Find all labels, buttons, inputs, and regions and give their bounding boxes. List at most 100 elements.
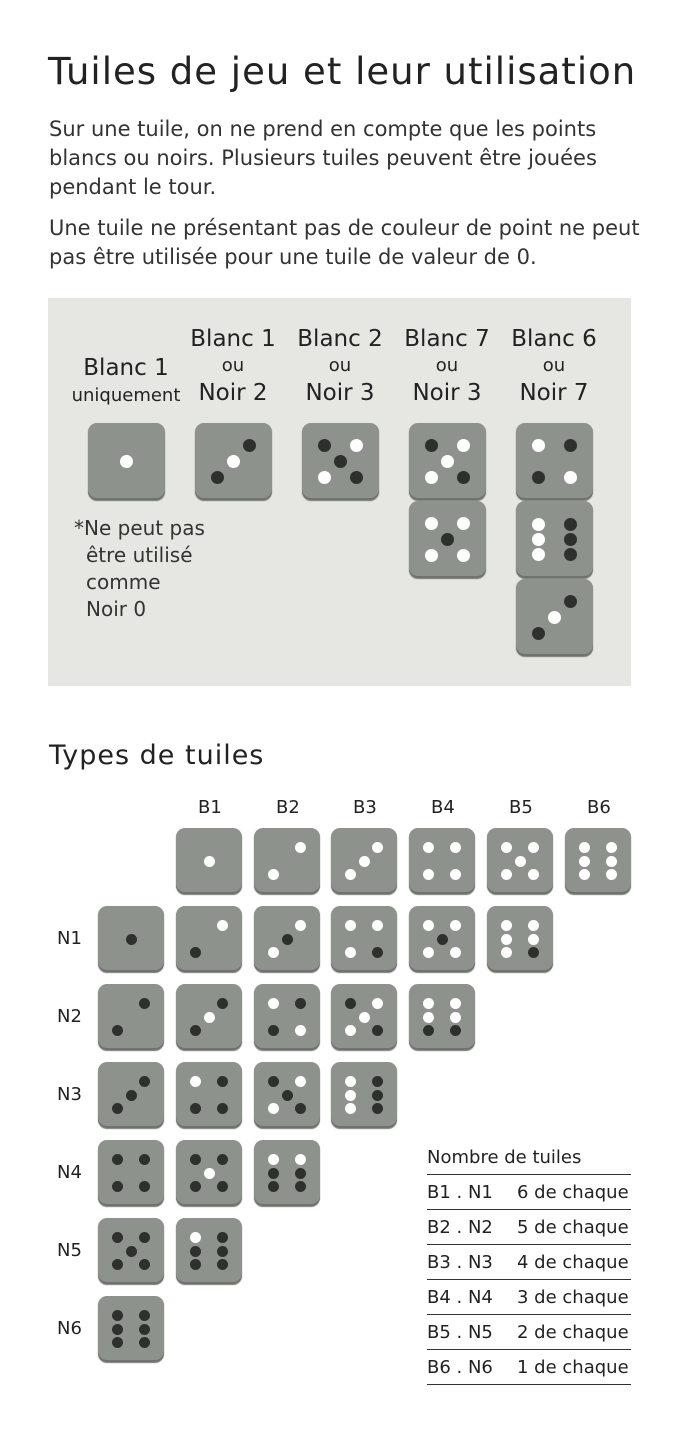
black-dot (217, 1245, 229, 1257)
white-dot (344, 1102, 356, 1114)
tile (98, 1218, 164, 1284)
count-value: 4 de chaque (517, 1252, 629, 1273)
white-dot (295, 1025, 307, 1037)
black-dot (441, 533, 454, 546)
black-dot (139, 1153, 151, 1165)
black-dot (139, 1075, 151, 1087)
example-line1: Blanc 1 (83, 355, 169, 381)
black-dot (564, 548, 578, 562)
white-dot (500, 946, 512, 958)
white-dot (344, 1089, 356, 1101)
black-dot (217, 1103, 229, 1115)
black-dot (372, 1102, 384, 1114)
white-dot (422, 947, 434, 959)
tile (331, 1062, 397, 1128)
tile (88, 423, 165, 500)
black-dot (372, 1076, 384, 1088)
tile (176, 984, 242, 1050)
example-line2: uniquement (71, 385, 181, 406)
white-dot (457, 549, 471, 563)
white-dot (372, 997, 384, 1009)
black-dot (436, 933, 448, 945)
tile (331, 906, 397, 972)
black-dot (111, 1153, 123, 1165)
black-dot (450, 1024, 462, 1036)
black-dot (424, 438, 438, 452)
column-label: B2 (276, 797, 300, 818)
white-dot (441, 455, 454, 468)
tile (176, 1218, 242, 1284)
example-line2: Noir 3 (412, 380, 482, 406)
black-dot (189, 1258, 201, 1270)
white-dot (531, 517, 545, 531)
white-dot (424, 471, 438, 485)
black-dot (189, 1181, 201, 1193)
white-dot (500, 920, 512, 932)
white-dot (531, 438, 545, 452)
example-line2: Noir 2 (198, 380, 268, 406)
pair-label: B3 . N3 (427, 1252, 493, 1273)
tile (409, 828, 475, 894)
note: *Ne peut pas être utilisé comme Noir 0 (74, 515, 205, 623)
white-dot (528, 841, 540, 853)
black-dot (295, 1103, 307, 1115)
column-label: B6 (587, 797, 611, 818)
black-dot (139, 1259, 151, 1271)
white-dot (189, 1232, 201, 1244)
black-dot (372, 1025, 384, 1037)
white-dot (295, 841, 307, 853)
black-dot (139, 1231, 151, 1243)
white-dot (295, 1075, 307, 1087)
white-dot (203, 1011, 215, 1023)
black-dot (111, 1336, 123, 1348)
white-dot (500, 933, 512, 945)
black-dot (189, 1025, 201, 1037)
white-dot (450, 919, 462, 931)
example-line1: Blanc 6 (511, 326, 597, 352)
white-dot (528, 920, 540, 932)
count-value: 5 de chaque (517, 1217, 629, 1238)
white-dot (450, 947, 462, 959)
white-dot (189, 1075, 201, 1087)
row-label: N3 (57, 1084, 82, 1105)
white-dot (120, 455, 133, 468)
white-dot (267, 869, 279, 881)
tile (98, 984, 164, 1050)
white-dot (372, 919, 384, 931)
white-dot (344, 919, 356, 931)
white-dot (528, 933, 540, 945)
tile (516, 423, 593, 500)
white-dot (295, 919, 307, 931)
note-line: comme (86, 570, 161, 594)
white-dot (424, 549, 438, 563)
white-dot (203, 855, 215, 867)
tile (302, 423, 379, 500)
black-dot (217, 1232, 229, 1244)
table-row: B3 . N3 4 de chaque (427, 1245, 631, 1280)
black-dot (344, 997, 356, 1009)
tile (98, 1296, 164, 1362)
row-label: N1 (57, 928, 82, 949)
count-value: 6 de chaque (517, 1182, 629, 1203)
white-dot (344, 947, 356, 959)
black-dot (139, 997, 151, 1009)
black-dot (189, 947, 201, 959)
white-dot (450, 998, 462, 1010)
count-value: 3 de chaque (517, 1287, 629, 1308)
white-dot (267, 1154, 279, 1166)
white-dot (358, 1011, 370, 1023)
black-dot (139, 1181, 151, 1193)
white-dot (500, 841, 512, 853)
example-or: ou (221, 355, 245, 376)
black-dot (564, 533, 578, 546)
tile (331, 984, 397, 1050)
tile (409, 423, 486, 500)
tile (409, 501, 486, 578)
black-dot (372, 947, 384, 959)
example-line1: Blanc 1 (190, 326, 276, 352)
example-header-0: Blanc 1 uniquement (71, 354, 181, 410)
